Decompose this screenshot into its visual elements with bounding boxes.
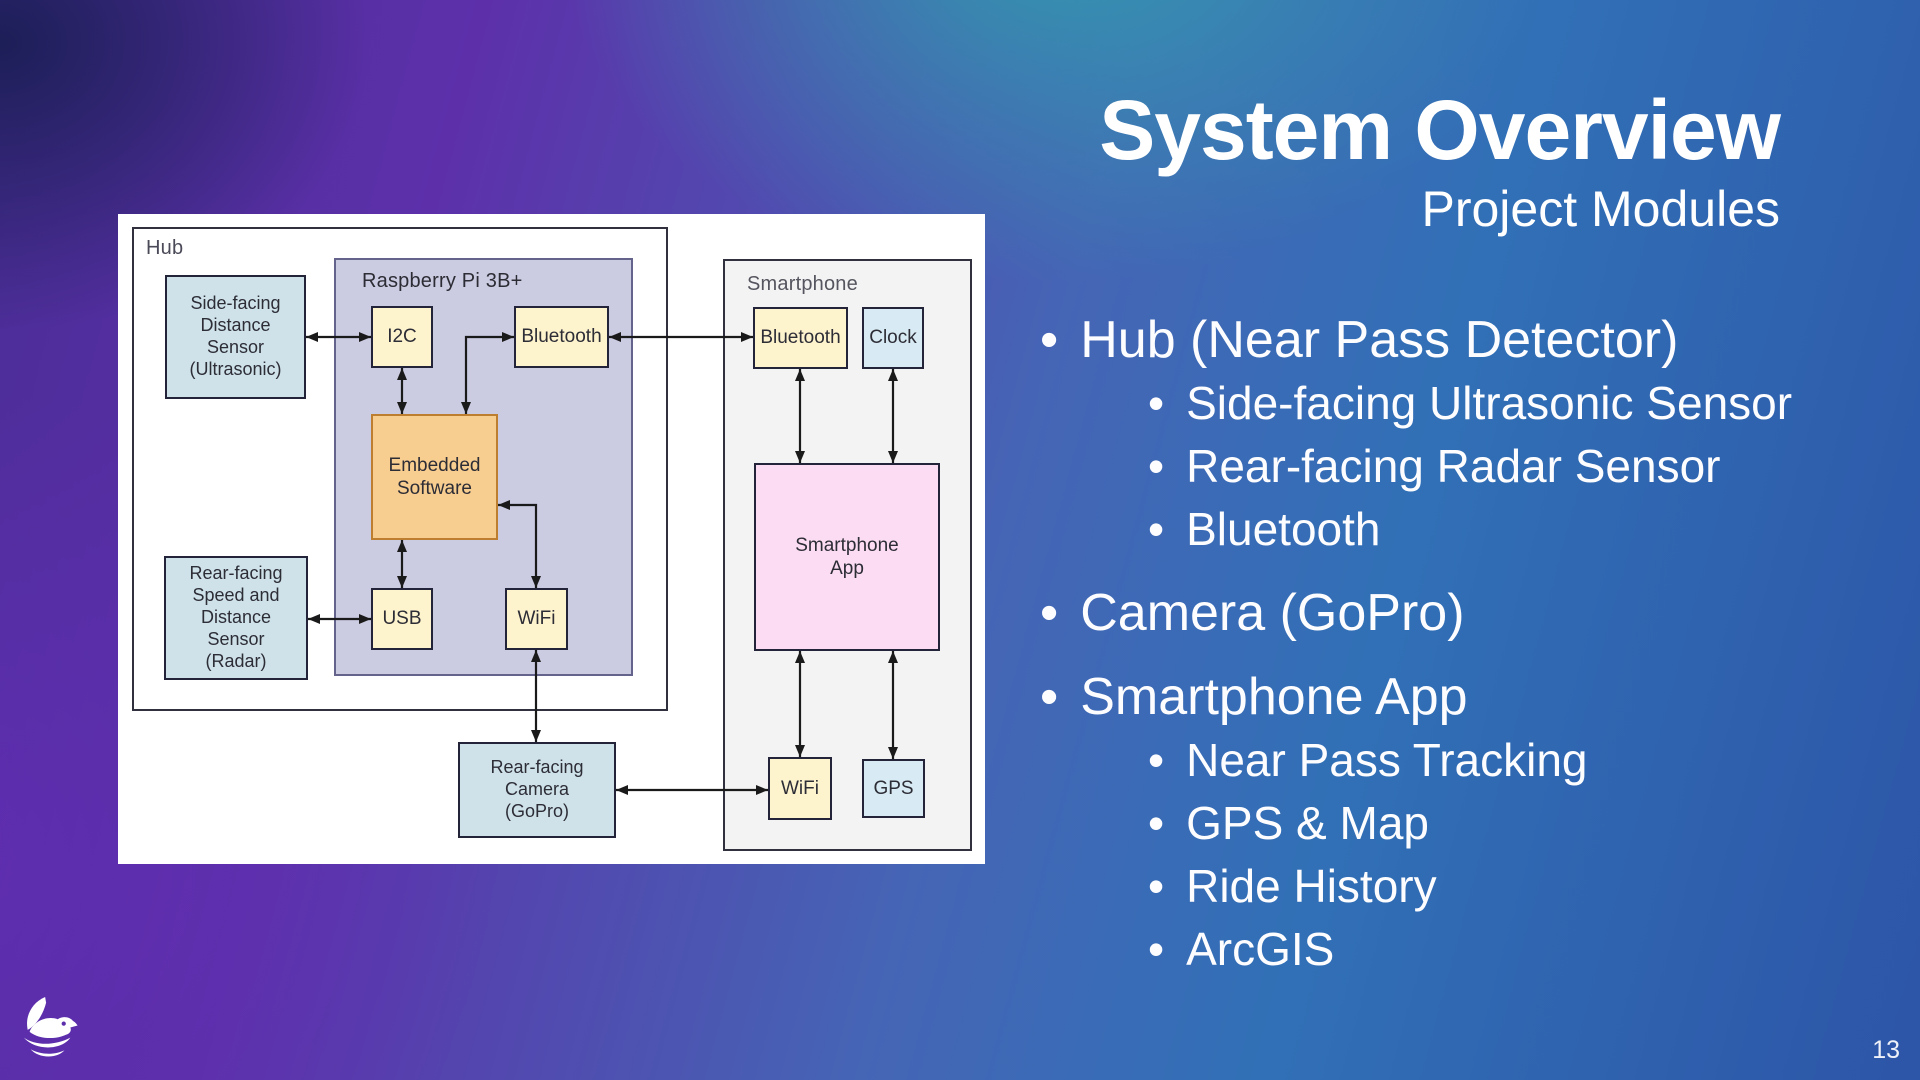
- node-label-radar: Rear-facing Speed and Distance Sensor (R…: [189, 563, 283, 671]
- diagram-node-radar: Rear-facing Speed and Distance Sensor (R…: [164, 556, 308, 680]
- container-label-pi: Raspberry Pi 3B+: [362, 270, 523, 292]
- node-label-i2c: I2C: [387, 326, 417, 348]
- bullet-marker: •: [1040, 311, 1059, 369]
- diagram-node-app: Smartphone App: [754, 463, 940, 651]
- node-label-embedded: Embedded Software: [388, 454, 481, 499]
- diagram-node-embedded: Embedded Software: [371, 414, 498, 540]
- bullet-item-level2: • GPS & Map: [1040, 792, 1840, 855]
- bullet-list: • Hub (Near Pass Detector) • Side-facing Ul…: [1040, 308, 1840, 981]
- diagram-node-bt_pi: Bluetooth: [514, 306, 609, 368]
- bullet-marker: •: [1148, 860, 1165, 912]
- diagram-node-bt_phone: Bluetooth: [753, 307, 848, 369]
- node-label-clock: Clock: [869, 327, 917, 349]
- node-label-bt_pi: Bluetooth: [521, 326, 602, 348]
- bullet-item-level1: • Hub (Near Pass Detector): [1040, 308, 1840, 372]
- bullet-item-level2: • Ride History: [1040, 855, 1840, 918]
- diagram-node-clock: Clock: [862, 307, 924, 369]
- diagram-node-wifi_phone: WiFi: [768, 757, 832, 820]
- bullet-item-level2: • ArcGIS: [1040, 918, 1840, 981]
- arrowhead: [616, 785, 628, 795]
- node-label-usb: USB: [382, 608, 422, 630]
- bullet-text: ArcGIS: [1186, 923, 1335, 975]
- slide-title: System Overview: [1099, 83, 1781, 177]
- diagram-node-i2c: I2C: [371, 306, 433, 368]
- bullet-text: Camera (GoPro): [1080, 584, 1465, 642]
- bullet-item-level1: • Smartphone App: [1040, 665, 1840, 729]
- bullet-text: GPS & Map: [1186, 797, 1429, 849]
- container-label-phone: Smartphone: [747, 273, 858, 295]
- node-label-wifi_pi: WiFi: [517, 608, 556, 630]
- bird-logo: [23, 996, 78, 1057]
- bullet-text: Near Pass Tracking: [1186, 734, 1588, 786]
- diagram-node-wifi_pi: WiFi: [505, 588, 568, 650]
- container-label-hub: Hub: [146, 237, 184, 259]
- slide-subtitle: Project Modules: [1421, 181, 1781, 238]
- bullet-marker: •: [1148, 797, 1165, 849]
- node-label-bt_phone: Bluetooth: [760, 327, 841, 349]
- bullet-marker: •: [1148, 923, 1165, 975]
- diagram-node-usb: USB: [371, 588, 433, 650]
- bullet-item-level1: • Camera (GoPro): [1040, 581, 1840, 645]
- bullet-marker: •: [1040, 668, 1059, 726]
- diagram-node-camera: Rear-facing Camera (GoPro): [458, 742, 616, 838]
- bullet-text: Side-facing Ultrasonic Sensor: [1186, 377, 1793, 429]
- arrowhead: [531, 730, 541, 742]
- diagram-node-gps: GPS: [862, 759, 925, 818]
- bullet-text: Bluetooth: [1186, 503, 1381, 555]
- bullet-marker: •: [1040, 584, 1059, 642]
- bullet-text: Smartphone App: [1080, 668, 1468, 726]
- bullet-text: Ride History: [1186, 860, 1437, 912]
- page-number: 13: [1872, 1036, 1900, 1064]
- bullet-marker: •: [1148, 734, 1165, 786]
- node-label-camera: Rear-facing Camera (GoPro): [490, 757, 584, 821]
- bullet-item-level2: • Near Pass Tracking: [1040, 729, 1840, 792]
- bullet-text: Rear-facing Radar Sensor: [1186, 440, 1721, 492]
- bullet-marker: •: [1148, 377, 1165, 429]
- node-label-app: Smartphone App: [795, 534, 899, 579]
- node-label-ultrasonic: Side-facing Distance Sensor (Ultrasonic): [189, 293, 282, 379]
- bullet-item-level2: • Side-facing Ultrasonic Sensor: [1040, 372, 1840, 435]
- bullet-marker: •: [1148, 503, 1165, 555]
- bullet-item-level2: • Rear-facing Radar Sensor: [1040, 435, 1840, 498]
- bullet-text: Hub (Near Pass Detector): [1080, 311, 1679, 369]
- bullet-item-level2: • Bluetooth: [1040, 498, 1840, 561]
- title-block: System Overview Project Modules: [1099, 83, 1781, 239]
- bullet-marker: •: [1148, 440, 1165, 492]
- node-label-wifi_phone: WiFi: [781, 777, 819, 799]
- node-label-gps: GPS: [873, 777, 914, 799]
- diagram-node-ultrasonic: Side-facing Distance Sensor (Ultrasonic): [165, 275, 306, 399]
